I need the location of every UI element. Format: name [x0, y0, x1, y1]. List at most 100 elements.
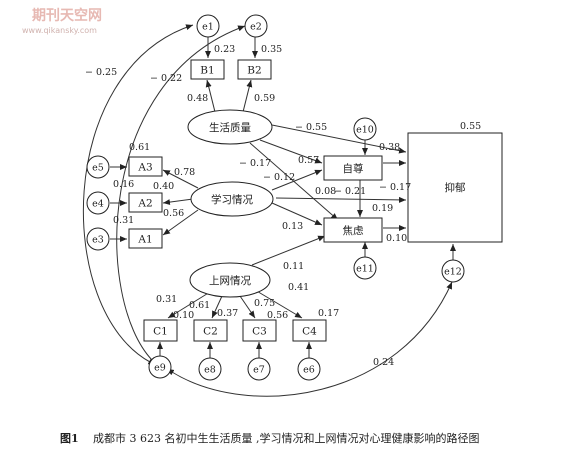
box-C4: C4	[292, 319, 327, 342]
error-e8: e8	[198, 357, 222, 381]
path-study-depression	[275, 196, 407, 203]
latent-internet: 上网情况	[189, 262, 271, 298]
path-life-B1	[205, 79, 216, 113]
r2-depression: 0.55	[460, 121, 481, 132]
coef-study-anxiety: 0.13	[282, 221, 303, 232]
coef-e10-selfesteem: − 0.21	[334, 186, 366, 197]
arc-e9-e12	[166, 281, 453, 397]
coef-e5-A3: 0.61	[129, 142, 150, 153]
svg-text:A2: A2	[137, 198, 152, 210]
error-e6: e6	[297, 357, 321, 381]
path-internet-C3	[239, 295, 256, 319]
coef-e3-A1: 0.31	[113, 215, 134, 226]
path-internet-anxiety	[251, 235, 326, 266]
coef-e9-e2: − 0.22	[150, 73, 182, 84]
svg-text:e6: e6	[303, 365, 315, 376]
coef-anxiety-depression: 0.10	[386, 233, 407, 244]
box-A1: A1	[128, 228, 163, 249]
caption-text: 成都市 3 623 名初中生生活质量 ,学习情况和上网情况对心理健康影响的路径图	[93, 431, 479, 445]
coef-e4-A2: 0.16	[113, 179, 134, 190]
svg-text:B1: B1	[200, 65, 214, 77]
path-internet-C2	[211, 295, 223, 319]
path-life-depression	[271, 124, 407, 154]
coef-e6-C4: 0.17	[318, 308, 339, 319]
path-internet-C4	[254, 289, 303, 319]
svg-text:C1: C1	[153, 326, 168, 338]
error-e10: e10	[353, 117, 377, 141]
coef-e1-B1: 0.23	[214, 44, 235, 55]
coef-life-depression: − 0.55	[295, 122, 327, 133]
svg-text:e5: e5	[92, 163, 104, 174]
coef-life-anxiety: − 0.17	[239, 158, 271, 169]
coef-e9-e1: − 0.25	[85, 67, 117, 78]
coef-internet-C2: 0.61	[189, 300, 210, 311]
coef-e7-C3: 0.56	[267, 310, 288, 321]
coef-life-B2: 0.59	[254, 93, 275, 104]
path-internet-C1	[167, 291, 211, 319]
svg-text:生活质量: 生活质量	[209, 121, 251, 134]
box-A2: A2	[128, 192, 163, 213]
coef-e11-anxiety: − 0.17	[379, 182, 411, 193]
svg-text:焦虑: 焦虑	[343, 224, 364, 237]
box-A3: A3	[128, 156, 163, 177]
watermark-url: www.qikansky.com	[22, 26, 97, 35]
coef-internet-anxiety: 0.11	[283, 261, 304, 272]
svg-text:学习情况: 学习情况	[211, 193, 253, 206]
svg-text:C3: C3	[252, 326, 267, 338]
coef-internet-C1: 0.31	[156, 294, 177, 305]
coef-study-A3: 0.78	[174, 167, 195, 178]
error-e5: e5	[86, 155, 110, 179]
svg-text:C4: C4	[302, 326, 317, 338]
svg-text:自尊: 自尊	[343, 162, 364, 175]
error-e3: e3	[86, 227, 110, 251]
path-life-B2	[242, 79, 253, 113]
svg-text:B2: B2	[247, 65, 261, 77]
box-B1: B1	[190, 59, 225, 80]
coef-life-selfesteem: 0.57	[298, 155, 319, 166]
error-e2: e2	[244, 14, 268, 38]
arc-e9-e1	[82, 24, 194, 365]
svg-text:C2: C2	[203, 326, 218, 338]
svg-text:e8: e8	[204, 365, 216, 376]
coef-internet-C3: 0.75	[254, 298, 275, 309]
error-e7: e7	[247, 357, 271, 381]
error-e11: e11	[353, 256, 377, 280]
svg-text:e4: e4	[92, 199, 104, 210]
coef-e2-B2: 0.35	[261, 44, 282, 55]
error-e1: e1	[196, 14, 220, 38]
coef-life-B1: 0.48	[187, 93, 208, 104]
box-self-esteem: 自尊	[323, 155, 383, 181]
latent-life-quality: 生活质量	[187, 109, 273, 145]
coef-study-A1: 0.56	[163, 208, 184, 219]
svg-text:e7: e7	[253, 365, 265, 376]
box-C3: C3	[242, 319, 277, 342]
svg-text:e2: e2	[250, 22, 262, 33]
watermark-title: 期刊天空网	[32, 7, 102, 24]
svg-text:e9: e9	[154, 363, 166, 374]
coef-e8-C2: 0.37	[217, 308, 238, 319]
svg-text:上网情况: 上网情况	[209, 274, 251, 287]
path-life-selfesteem	[259, 139, 323, 164]
box-C2: C2	[193, 319, 228, 342]
caption-label: 图1	[60, 432, 79, 445]
svg-text:抑郁: 抑郁	[445, 181, 466, 194]
box-C1: C1	[143, 319, 178, 342]
svg-text:e1: e1	[202, 22, 214, 33]
svg-text:A1: A1	[137, 234, 152, 246]
coef-e9-C1: 0.10	[173, 310, 194, 321]
coef-selfesteem-anxiety: 0.08	[315, 186, 336, 197]
error-e9: e9	[148, 355, 172, 379]
coef-study-A2: 0.40	[153, 181, 174, 192]
box-B2: B2	[237, 59, 272, 80]
coef-selfesteem-depression: 0.38	[379, 142, 400, 153]
latent-study: 学习情况	[190, 181, 274, 217]
svg-text:A3: A3	[137, 162, 152, 174]
svg-text:e10: e10	[356, 125, 374, 136]
coef-study-depression: 0.19	[372, 203, 393, 214]
coef-study-selfesteem: − 0.12	[263, 172, 295, 183]
path-study-A3	[162, 169, 199, 189]
error-e12: e12	[441, 259, 465, 283]
path-study-anxiety	[271, 202, 323, 226]
